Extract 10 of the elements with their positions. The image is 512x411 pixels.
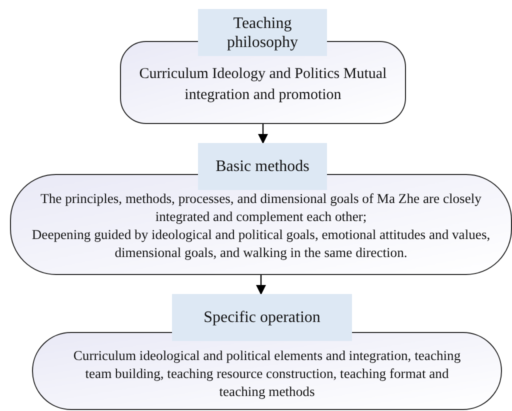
box-text: Curriculum ideological and political elements and integration, teaching team building, teaching resource construction, teaching format and teaching methods	[72, 347, 462, 401]
heading-box: Specific operation	[172, 294, 352, 341]
rounded-box	[10, 174, 512, 275]
heading-box: Teaching philosophy	[198, 9, 327, 56]
box-text: The principles, methods, processes, and dimensional goals of Ma Zhe are closely integrated and complement each other;	[40, 190, 482, 226]
box-text: Deepening guided by ideological and political goals, emotional attitudes and values, dimensional goals, and walking in the same direction.	[30, 226, 492, 262]
arrow	[258, 124, 268, 144]
heading-box: Basic methods	[198, 143, 327, 190]
arrow	[256, 275, 266, 295]
box-text: Curriculum Ideology and Politics Mutual integration and promotion	[138, 65, 388, 105]
